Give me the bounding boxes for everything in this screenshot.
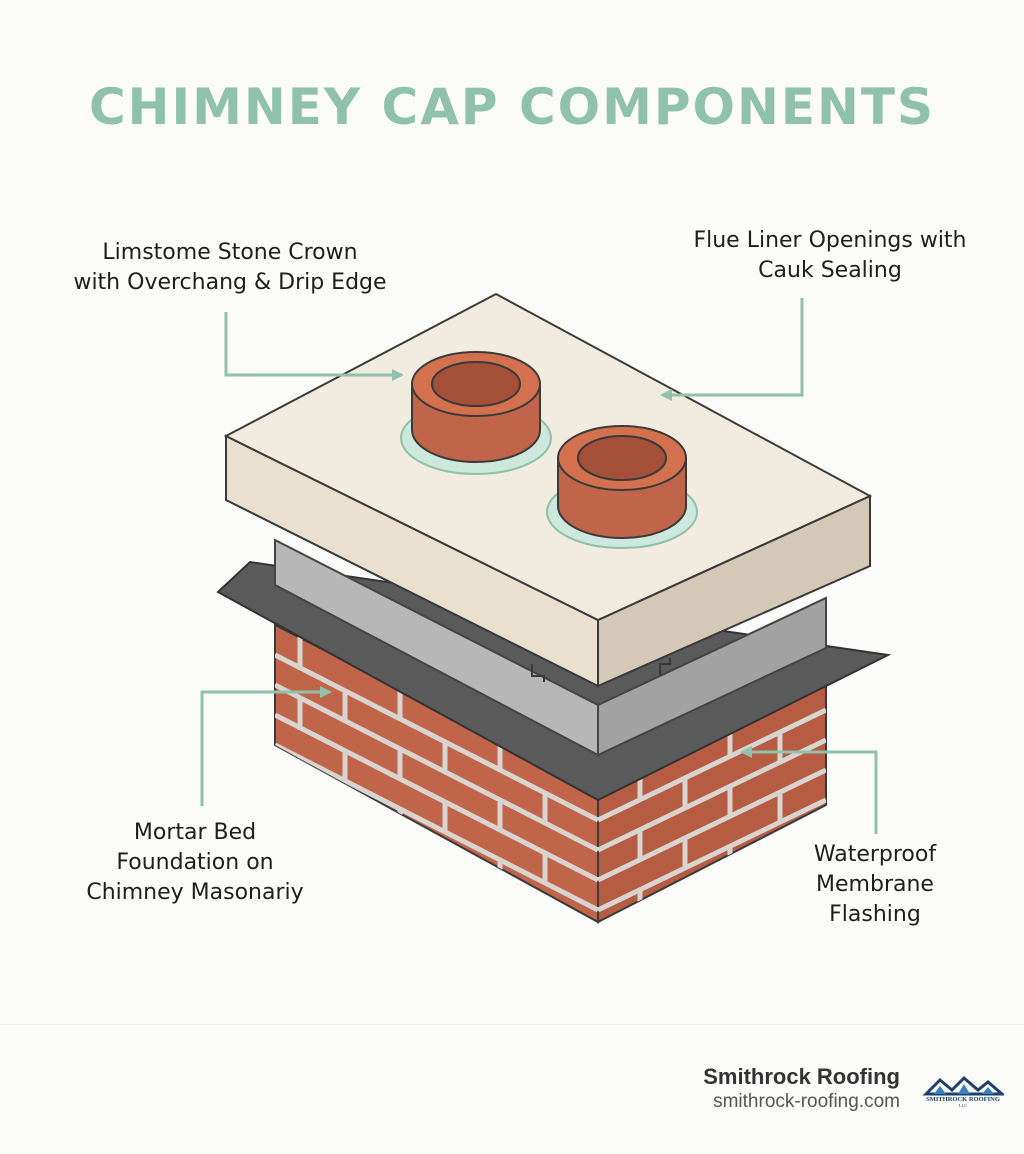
- callout-line: Waterproof: [813, 842, 937, 867]
- leader-line-mortar: [200, 690, 330, 806]
- callout-line: Foundation on: [116, 850, 274, 875]
- flue-liner-left: [400, 351, 552, 475]
- callout-line: Mortar Bed: [133, 820, 257, 845]
- callout-flue-liner: Flue Liner Openings with Cauk Sealing: [670, 226, 990, 286]
- callout-line: Cauk Sealing: [758, 258, 902, 283]
- logo-subtext: LLC: [959, 1103, 968, 1108]
- company-logo: SMITHROCK ROOFING LLC: [922, 1075, 1004, 1108]
- brand-name: Smithrock Roofing: [703, 1064, 900, 1089]
- drip-edge-notch: [659, 658, 671, 676]
- diagram-title: CHIMNEY CAP COMPONENTS: [88, 78, 936, 136]
- brand-url[interactable]: smithrock-roofing.com: [713, 1091, 900, 1112]
- flue-liner-right: [546, 425, 698, 549]
- arrow-head: [660, 389, 672, 401]
- callout-line: Limstome Stone Crown: [102, 240, 358, 265]
- chimney-cap-diagram: [200, 292, 892, 924]
- arrow-head: [740, 746, 752, 758]
- arrow-head: [392, 369, 404, 381]
- drip-edge-notch: [531, 664, 545, 682]
- footer-divider: [0, 1024, 1024, 1025]
- logo-text: SMITHROCK ROOFING: [926, 1096, 1000, 1103]
- callout-line: with Overchang & Drip Edge: [73, 270, 387, 295]
- callout-line: Flue Liner Openings with: [693, 228, 967, 253]
- brand-block: Smithrock Roofing smithrock-roofing.com: [703, 1064, 900, 1114]
- leader-line-crown: [224, 312, 402, 377]
- callout-line: Flashing: [829, 902, 921, 927]
- callout-line: Chimney Masonariy: [86, 880, 304, 905]
- chimney-masonry: [274, 623, 827, 924]
- arrow-head: [320, 686, 332, 698]
- leader-line-flashing: [742, 750, 878, 834]
- callout-flashing: Waterproof Membrane Flashing: [790, 840, 960, 930]
- mortar-bed: [274, 538, 827, 757]
- callout-crown: Limstome Stone Crown with Overchang & Dr…: [60, 238, 400, 298]
- callout-line: Membrane: [816, 872, 934, 897]
- callout-mortar-bed: Mortar Bed Foundation on Chimney Masonar…: [70, 818, 320, 908]
- leader-line-flue: [662, 298, 804, 397]
